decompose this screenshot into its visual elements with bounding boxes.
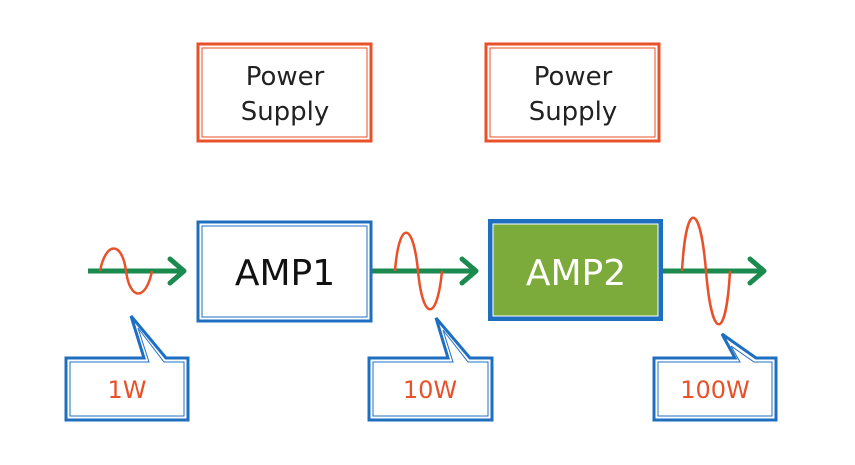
- amp2-box: AMP2: [488, 219, 663, 321]
- signal-arrow-middle: [372, 256, 479, 286]
- callout-middle-label: 10W: [403, 376, 457, 404]
- power-supply-1-line2: Supply: [241, 97, 330, 127]
- callout-input-power: 1W: [64, 315, 190, 422]
- callout-input-label: 1W: [108, 376, 147, 404]
- amp2-label: AMP2: [526, 253, 626, 294]
- amp1-label: AMP1: [235, 253, 335, 294]
- callout-output-power: 100W: [652, 332, 778, 422]
- power-supply-2-line2: Supply: [529, 97, 618, 127]
- callout-output-label: 100W: [680, 376, 750, 404]
- input-wave-icon: [98, 247, 154, 295]
- output-wave-icon: [680, 216, 732, 326]
- power-supply-2: Power Supply: [484, 42, 661, 143]
- amp1-box: AMP1: [196, 220, 373, 323]
- power-supply-2-line1: Power: [534, 62, 613, 92]
- signal-arrow-output: [662, 256, 767, 286]
- callout-middle-power: 10W: [367, 317, 494, 422]
- signal-arrow-input: [88, 256, 187, 286]
- middle-wave-icon: [393, 231, 444, 311]
- power-supply-1-line1: Power: [246, 62, 325, 92]
- power-supply-1: Power Supply: [196, 42, 373, 143]
